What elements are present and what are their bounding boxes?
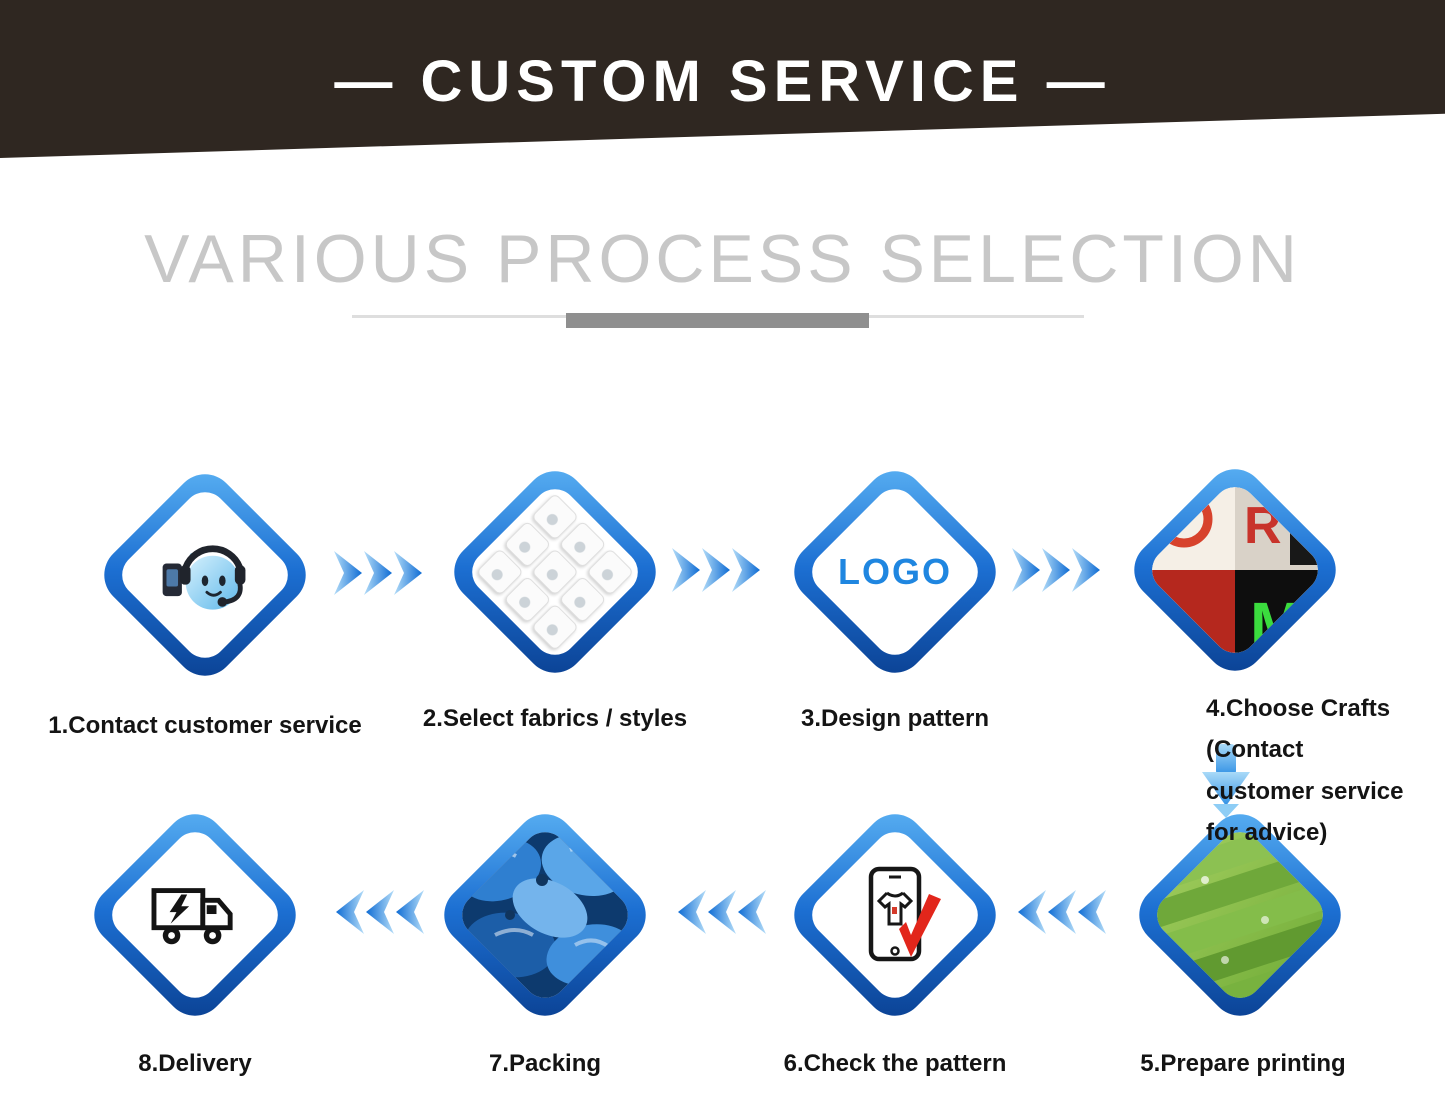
step-label-prepare-printing: 5.Prepare printing [1140,1050,1346,1077]
flow-arrow-left-icon [676,884,768,940]
step-label-check-pattern: 6.Check the pattern [783,1050,1007,1077]
step-diamond-contact-customer-service [91,461,319,689]
step-diamond-delivery [81,801,309,1029]
step-diamond-choose-crafts: R R M [1121,456,1349,684]
step-diamond-design-pattern: LOGO [781,458,1009,686]
section-title: VARIOUS PROCESS SELECTION [144,221,1301,297]
delivery-truck-icon [146,873,244,957]
step-label-choose-crafts: 4.Choose Crafts (Contact customer servic… [1206,695,1404,846]
phone-check-icon [847,865,943,965]
flow-arrow-left-icon [334,884,426,940]
flow-arrow-right-icon [670,542,762,598]
step-label-select-fabrics: 2.Select fabrics / styles [422,705,688,732]
step-label-contact-customer-service: 1.Contact customer service [48,712,362,739]
step-diamond-select-fabrics [441,458,669,686]
flow-arrow-right-icon [1010,542,1102,598]
svg-text:R: R [1244,497,1282,555]
flow-arrow-down-icon [1199,742,1253,820]
banner: — CUSTOM SERVICE — [0,0,1445,158]
flow-arrow-left-icon [1016,884,1108,940]
fabric-swatches-icon [463,480,647,664]
section-underline-thick [566,313,869,328]
svg-text:M: M [1250,589,1303,661]
crafts-collage-photo: R R M [1143,478,1327,662]
step-diamond-check-pattern [781,801,1009,1029]
svg-text:R: R [1156,598,1189,650]
flow-arrow-right-icon [332,545,424,601]
step-diamond-packing [431,801,659,1029]
banner-title: — CUSTOM SERVICE — [334,49,1111,114]
logo-text: LOGO [838,551,952,592]
step-label-design-pattern: 3.Design pattern [800,705,990,732]
step-label-delivery: 8.Delivery [138,1050,252,1077]
step-label-packing: 7.Packing [488,1050,602,1077]
headset-agent-icon [153,528,257,622]
packed-garments-photo [453,823,637,1007]
